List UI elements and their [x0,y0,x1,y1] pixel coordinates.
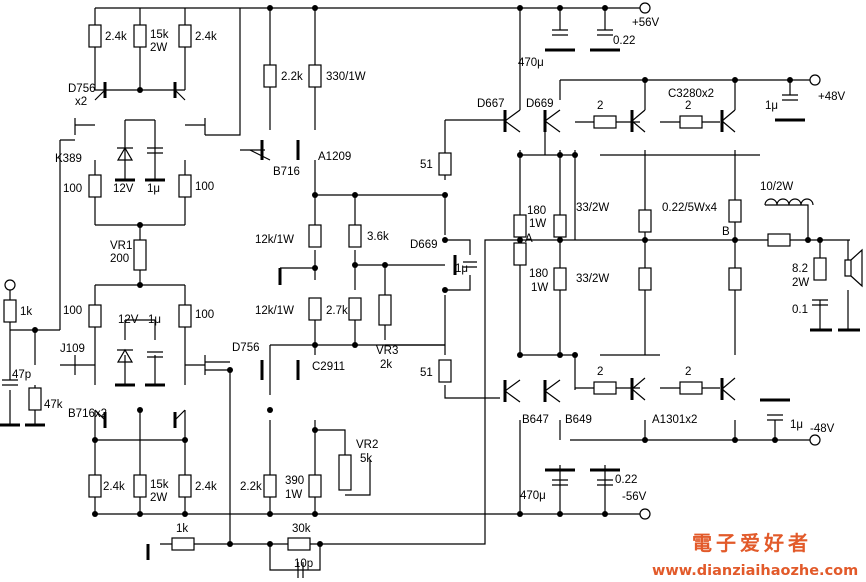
label: 10p [294,558,313,570]
label: B716 [273,166,300,178]
label: 2W [150,492,167,504]
label: B647 [522,414,549,426]
label: 330/1W [326,71,366,83]
rail-neg56-label: -56V [622,491,647,503]
label: x2 [75,96,87,108]
label: 1W [285,489,302,501]
labels: +56V -56V +48V -48V A B 2.4k 15k 2W 2.4k… [12,17,846,570]
rail-pos48-label: +48V [818,91,846,103]
label: D756 [68,83,96,95]
label: 2.4k [105,31,127,43]
label: 2.2k [281,71,303,83]
label: D756 [232,342,260,354]
label: 1μ [147,183,160,195]
resistors [3,24,827,551]
label: 8.2 [792,263,808,275]
label: A1301x2 [652,414,697,426]
label: 2k [380,359,392,371]
speaker-symbol [844,248,863,288]
label: 12k/1W [255,234,294,246]
watermark-cn: 電子爱好者 [692,531,812,555]
label: 200 [110,253,129,265]
label: 1k [176,523,188,535]
label: 0.22 [613,35,635,47]
label: 180 [527,205,546,217]
label: K389 [55,153,82,165]
label: 180 [529,268,548,280]
label: 2W [150,42,167,54]
label: 100 [195,181,214,193]
label: 2.4k [195,481,217,493]
watermark-url: www.dianziaihaozhe.com [652,563,858,579]
label: 2.4k [103,481,125,493]
label: 1μ [765,100,778,112]
label: 47k [44,399,63,411]
watermark: 電子爱好者 www.dianziaihaozhe.com [652,531,858,579]
label: 12V [113,183,134,195]
label: 2.4k [195,31,217,43]
rail-neg48-label: -48V [810,423,835,435]
label: 2W [792,277,809,289]
label: B716x2 [68,408,107,420]
label: 2.2k [240,481,262,493]
label: 470μ [520,490,546,502]
label: 12k/1W [255,305,294,317]
label: 100 [195,309,214,321]
ground-symbols [0,48,860,560]
label: 2.7k [326,305,348,317]
label: 1W [529,218,546,230]
label: 30k [292,523,311,535]
label: 15k [150,29,169,41]
label: VR3 [376,345,398,357]
node-b-label: B [722,226,730,238]
label: 33/2W [576,202,609,214]
label: D669 [410,239,438,251]
label: 47p [12,369,31,381]
rail-pos56-label: +56V [632,17,660,29]
label: 51 [420,159,433,171]
label: B649 [565,414,592,426]
label: 1W [531,282,548,294]
label: 1μ [148,314,161,326]
label: 2 [597,366,603,378]
label: 33/2W [576,273,609,285]
label: 1μ [790,419,803,431]
label: 0.22 [615,474,637,486]
label: 12V [118,314,139,326]
node-a-label: A [525,233,533,245]
label: 100 [63,183,82,195]
label: 1k [20,306,32,318]
label: 470μ [518,57,544,69]
label: 100 [63,305,82,317]
label: C3280x2 [668,88,714,100]
label: 3.6k [367,231,389,243]
label: J109 [60,343,85,355]
label: VR2 [356,439,378,451]
label: C2911 [312,361,345,373]
label: 390 [285,475,304,487]
label: D667 [477,98,505,110]
label: 2 [597,100,603,112]
label: 5k [360,453,372,465]
terminals [4,2,821,520]
junction-dots [32,5,823,547]
zener-diodes [116,146,134,363]
label: 1μ [455,263,468,275]
label: 0.1 [792,304,808,316]
label: VR1 [110,240,132,252]
label: 51 [420,367,433,379]
label: 15k [150,479,169,491]
label: D669 [526,98,554,110]
label: 10/2W [760,181,793,193]
label: 2 [685,366,691,378]
inductor-symbol [764,198,814,206]
transistors [103,82,736,428]
capacitors [2,29,828,578]
label: A1209 [318,151,351,163]
label: 2 [685,100,691,112]
label: 0.22/5Wx4 [662,202,718,214]
